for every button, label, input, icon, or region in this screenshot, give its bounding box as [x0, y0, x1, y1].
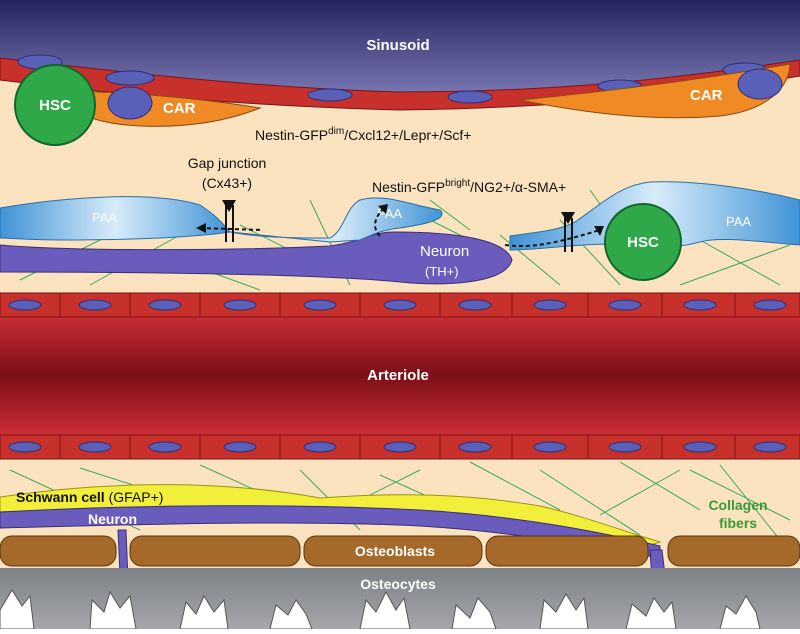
paa-label-1: PAA	[92, 210, 117, 225]
gap-junction-left	[196, 200, 263, 242]
neuron-th-label: Neuron	[420, 243, 469, 260]
hsc-label-middle: HSC	[627, 234, 659, 251]
arteriole-nuclei-bottom	[8, 441, 787, 453]
neuron-th	[0, 231, 513, 285]
arteriole-label: Arteriole	[367, 367, 429, 384]
car-label-left: CAR	[163, 100, 196, 117]
neuron-label: Neuron	[88, 511, 137, 527]
arteriole-dividers-bottom	[59, 435, 736, 459]
cx43-label: (Cx43+)	[202, 175, 252, 191]
schwann-label: Schwann cell (GFAP+)	[16, 489, 163, 505]
collagen-label-1: Collagen	[708, 497, 767, 513]
paa-label-3: PAA	[726, 214, 751, 229]
collagen-label-2: fibers	[719, 515, 757, 531]
arteriole-nuclei-top	[8, 299, 787, 311]
gap-junction-right	[374, 204, 604, 252]
car-markers: Nestin-GFPdim/Cxcl12+/Lepr+/Scf+	[255, 126, 472, 143]
th-label: (TH+)	[425, 264, 459, 279]
car-cell-left	[59, 86, 262, 127]
car-label-right: CAR	[690, 87, 723, 104]
osteoblasts-label: Osteoblasts	[355, 543, 435, 559]
osteoblasts	[0, 535, 800, 567]
arteriole-dividers-top	[59, 293, 736, 317]
paa-markers: Nestin-GFPbright/NG2+/α-SMA+	[372, 178, 566, 195]
hsc-top	[14, 64, 96, 146]
hsc-label-top: HSC	[39, 97, 71, 114]
osteocytes-label: Osteocytes	[360, 576, 436, 592]
hsc-middle	[604, 203, 682, 281]
sinusoid-label: Sinusoid	[366, 37, 429, 54]
car-cell-right	[519, 63, 791, 119]
gap-junction-label: Gap junction	[188, 155, 267, 171]
osteocytes	[0, 568, 800, 630]
